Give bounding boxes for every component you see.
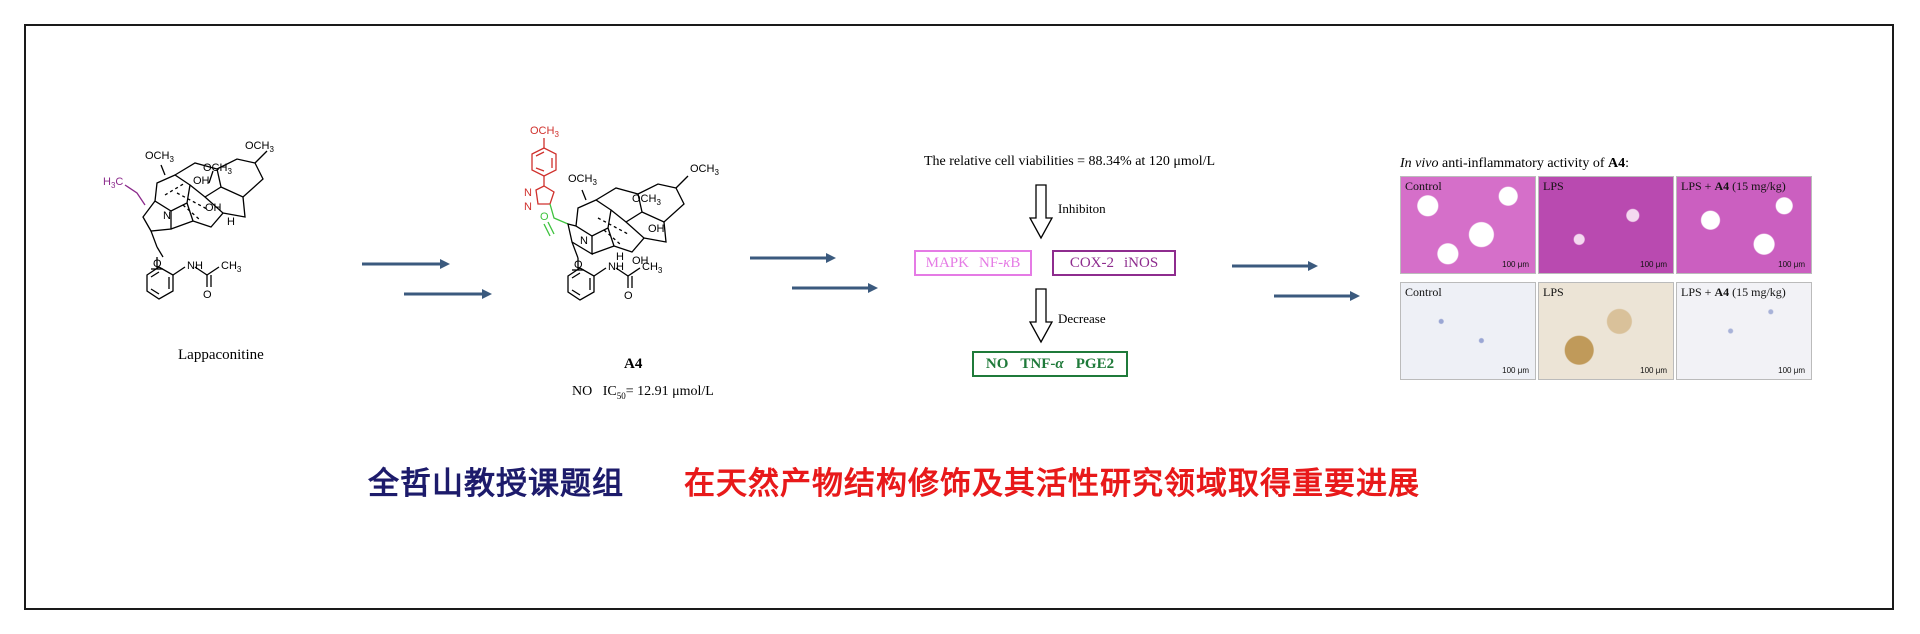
lappaconitine-structure: OCH3 OCH3 OCH3 OH OH H N O NH CH3 O H3C bbox=[103, 140, 274, 301]
amide-nh-label: NH bbox=[187, 260, 203, 272]
amide-o-label: O bbox=[203, 289, 212, 301]
hydrogen-label-1: H bbox=[227, 216, 235, 228]
a4-ester-o-label: O bbox=[574, 259, 583, 271]
panel-label: LPS bbox=[1543, 179, 1564, 193]
scale-bar-label: 100 μm bbox=[1640, 366, 1667, 375]
scale-bar-label: 100 μm bbox=[1502, 366, 1529, 375]
mapk-label: MAPK bbox=[925, 254, 969, 271]
cox2-label: COX-2 bbox=[1069, 254, 1114, 271]
oxygen-label: O bbox=[153, 258, 162, 270]
nfkb-label: NF-κB bbox=[978, 254, 1021, 271]
a4-nitrogen-label: N bbox=[580, 235, 588, 247]
cell-viability-text: The relative cell viabilities = 88.34% a… bbox=[924, 154, 1216, 169]
inhibition-arrow bbox=[1028, 184, 1054, 240]
triazole-n-label-1: N bbox=[524, 187, 532, 199]
carbonyl-o-label: O bbox=[540, 211, 549, 223]
a4-methoxy-label: OCH3 bbox=[530, 125, 559, 139]
inos-label: iNOS bbox=[1123, 254, 1159, 271]
research-group-caption: 全哲山教授课题组 bbox=[368, 466, 624, 501]
acetyl-ch3-label: CH3 bbox=[221, 260, 242, 274]
a4-amide-nh-label: NH bbox=[608, 261, 624, 273]
triazole-n-label-2: N bbox=[524, 201, 532, 213]
panel-label: LPS + A4 (15 mg/kg) bbox=[1681, 179, 1786, 193]
a4-hydroxyl-label-2: OH bbox=[632, 255, 649, 267]
ethyl-h3c-label: H3C bbox=[103, 176, 123, 190]
methoxy-label-3: OCH3 bbox=[245, 140, 274, 154]
scale-bar-label: 100 μm bbox=[1778, 260, 1805, 269]
reaction-arrows-1 bbox=[362, 259, 492, 299]
decrease-arrow bbox=[1028, 288, 1054, 344]
methoxy-label-1: OCH3 bbox=[145, 150, 174, 164]
ihc-panel-lps: LPS 100 μm bbox=[1538, 282, 1674, 380]
pge2-label: PGE2 bbox=[1075, 355, 1115, 372]
hydroxyl-label-2: OH bbox=[205, 202, 222, 214]
tnf-alpha-label: TNF-α bbox=[1020, 355, 1064, 372]
headline-caption: 在天然产物结构修饰及其活性研究领域取得重要进展 bbox=[684, 466, 1420, 501]
reaction-arrows-3 bbox=[1232, 261, 1360, 301]
a4-hydrogen-label: H bbox=[616, 251, 624, 263]
a4-hydroxyl-label-1: OH bbox=[648, 223, 665, 235]
he-panel-control: Control 100 μm bbox=[1400, 176, 1536, 274]
he-panel-lps: LPS 100 μm bbox=[1538, 176, 1674, 274]
decrease-label: Decrease bbox=[1058, 311, 1106, 326]
panel-label: LPS bbox=[1543, 285, 1564, 299]
inhibition-label: Inhibiton bbox=[1058, 201, 1106, 216]
a4-amide-o-label: O bbox=[624, 290, 633, 302]
ihc-panel-control: Control 100 μm bbox=[1400, 282, 1536, 380]
a4-acetyl-ch3-label: CH3 bbox=[642, 261, 663, 275]
a4-methoxy-label-4: OCH3 bbox=[690, 163, 719, 177]
a4-label: A4 bbox=[624, 356, 643, 372]
reaction-arrows-2 bbox=[750, 253, 878, 293]
nitrogen-label: N bbox=[163, 210, 171, 222]
scale-bar-label: 100 μm bbox=[1778, 366, 1805, 375]
no-label: NO bbox=[985, 355, 1009, 372]
scale-bar-label: 100 μm bbox=[1502, 260, 1529, 269]
methoxy-label-2: OCH3 bbox=[203, 162, 232, 176]
a4-ic50-label: NO IC50= 12.91 μmol/L bbox=[572, 384, 714, 401]
invivo-title: In vivo anti-inflammatory activity of A4… bbox=[1400, 156, 1630, 171]
panel-label: Control bbox=[1405, 179, 1442, 193]
lappaconitine-label: Lappaconitine bbox=[178, 347, 264, 363]
mapk-nfkb-box: MAPK NF-κB bbox=[914, 250, 1032, 276]
panel-label: LPS + A4 (15 mg/kg) bbox=[1681, 285, 1786, 299]
scale-bar-label: 100 μm bbox=[1640, 260, 1667, 269]
ihc-panel-lps-a4: LPS + A4 (15 mg/kg) 100 μm bbox=[1676, 282, 1812, 380]
a4-methoxy-label-2: OCH3 bbox=[568, 173, 597, 187]
he-panel-lps-a4: LPS + A4 (15 mg/kg) 100 μm bbox=[1676, 176, 1812, 274]
cox2-inos-box: COX-2 iNOS bbox=[1052, 250, 1176, 276]
hydroxyl-label-1: OH bbox=[193, 175, 210, 187]
panel-label: Control bbox=[1405, 285, 1442, 299]
a4-methoxy-label-3: OCH3 bbox=[632, 193, 661, 207]
no-tnf-pge2-box: NO TNF-α PGE2 bbox=[972, 351, 1128, 377]
a4-structure: OCH3 N N O OCH3 OCH3 OCH3 OH OH H N O NH… bbox=[524, 125, 719, 302]
